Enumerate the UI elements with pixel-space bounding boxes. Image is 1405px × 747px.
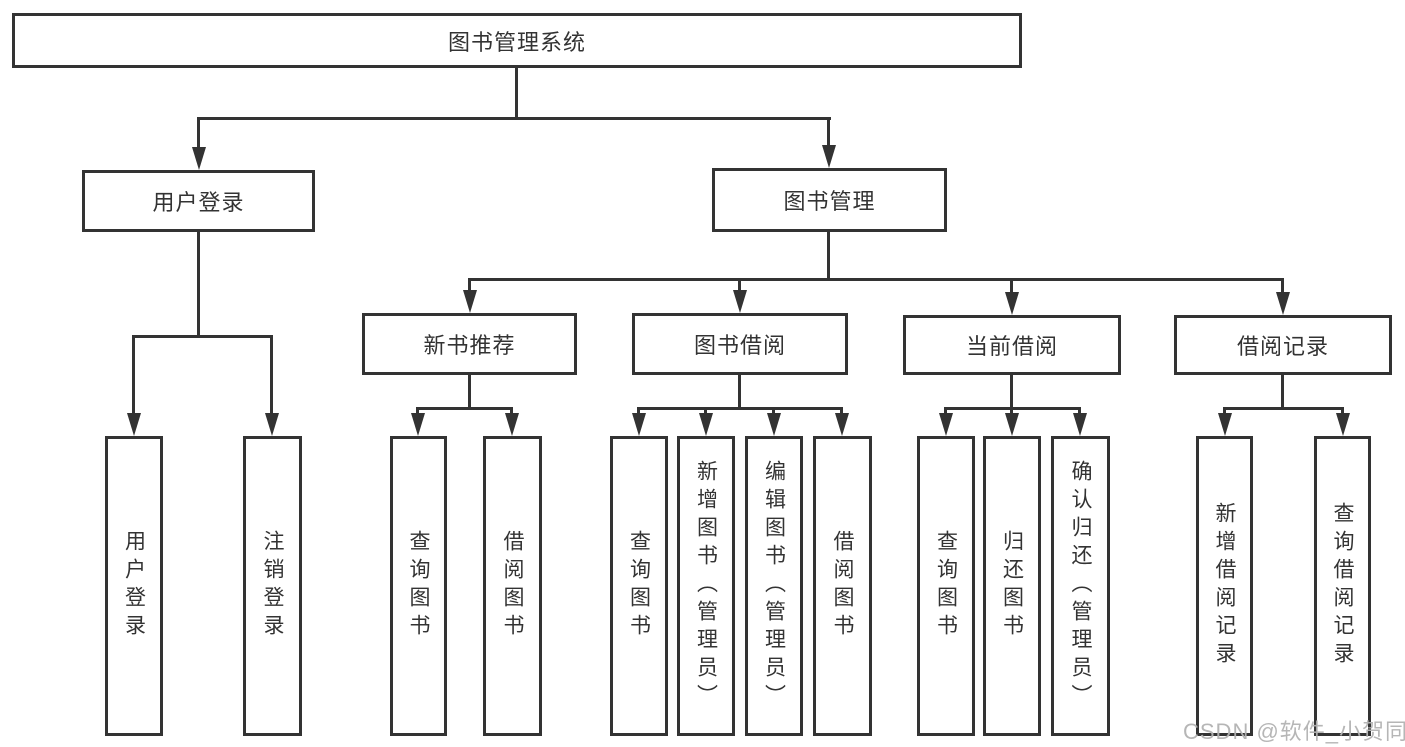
connector-line	[270, 335, 273, 414]
arrow-down-icon	[192, 147, 206, 170]
user-login-node: 用户登录	[82, 170, 315, 232]
leaf-query-books-borrow: 查询图书	[610, 436, 668, 736]
borrow-record-node: 借阅记录	[1174, 315, 1392, 375]
connector-line	[197, 232, 200, 335]
leaf-query-borrow-record: 查询借阅记录	[1314, 436, 1371, 736]
user-login-label: 用户登录	[152, 190, 245, 215]
connector-line	[1281, 278, 1284, 294]
leaf-query-books-borrow-label: 查询图书	[627, 530, 651, 642]
new-book-recommend-label: 新书推荐	[423, 333, 516, 358]
arrow-down-icon	[1218, 413, 1232, 436]
arrow-down-icon	[632, 413, 646, 436]
connector-line	[1341, 407, 1344, 415]
leaf-query-books-recommend: 查询图书	[390, 436, 447, 736]
arrow-down-icon	[1005, 292, 1019, 315]
arrow-down-icon	[265, 413, 279, 436]
connector-line	[1223, 407, 1344, 410]
connector-line	[510, 407, 513, 415]
connector-line	[738, 278, 741, 292]
connector-line	[772, 407, 775, 415]
arrow-down-icon	[835, 413, 849, 436]
arrow-down-icon	[699, 413, 713, 436]
connector-line	[840, 407, 843, 415]
arrow-down-icon	[1005, 413, 1019, 436]
leaf-edit-books-admin-label: 编辑图书（管理员）	[762, 460, 786, 712]
leaf-borrow-books-label: 借阅图书	[831, 530, 854, 642]
system-root-node: 图书管理系统	[12, 13, 1022, 68]
leaf-query-borrow-record-label: 查询借阅记录	[1331, 502, 1354, 670]
leaf-borrow-books: 借阅图书	[813, 436, 872, 736]
connector-line	[637, 407, 843, 410]
book-borrow-label: 图书借阅	[693, 333, 786, 358]
book-management-label: 图书管理	[783, 189, 876, 214]
leaf-return-books: 归还图书	[983, 436, 1041, 736]
arrow-down-icon	[505, 413, 519, 436]
connector-line	[944, 407, 947, 415]
connector-line	[132, 335, 135, 414]
arrow-down-icon	[822, 145, 836, 168]
leaf-borrow-books-recommend-label: 借阅图书	[501, 530, 524, 642]
connector-line	[416, 407, 513, 410]
leaf-user-login: 用户登录	[105, 436, 163, 736]
system-root-label: 图书管理系统	[447, 29, 586, 55]
connector-line	[637, 407, 640, 415]
leaf-add-books-admin: 新增图书（管理员）	[677, 436, 735, 736]
leaf-query-books-current-label: 查询图书	[934, 530, 958, 642]
book-borrow-node: 图书借阅	[632, 313, 848, 375]
leaf-confirm-return-admin: 确认归还（管理员）	[1051, 436, 1110, 736]
arrow-down-icon	[1073, 413, 1087, 436]
leaf-logout: 注销登录	[243, 436, 302, 736]
connector-line	[197, 117, 200, 148]
current-borrow-node: 当前借阅	[903, 315, 1121, 375]
leaf-query-books-recommend-label: 查询图书	[407, 530, 430, 642]
new-book-recommend-node: 新书推荐	[362, 313, 577, 375]
arrow-down-icon	[1336, 413, 1350, 436]
connector-line	[1010, 278, 1013, 294]
leaf-edit-books-admin: 编辑图书（管理员）	[745, 436, 803, 736]
connector-line	[1078, 407, 1081, 415]
arrow-down-icon	[767, 413, 781, 436]
leaf-user-login-label: 用户登录	[122, 530, 146, 642]
arrow-down-icon	[127, 413, 141, 436]
book-management-node: 图书管理	[712, 168, 947, 232]
leaf-add-borrow-record-label: 新增借阅记录	[1213, 502, 1236, 670]
arrow-down-icon	[1276, 292, 1290, 315]
leaf-logout-label: 注销登录	[261, 530, 284, 642]
arrow-down-icon	[411, 413, 425, 436]
connector-line	[197, 117, 831, 120]
arrow-down-icon	[463, 290, 477, 313]
arrow-down-icon	[939, 413, 953, 436]
connector-line	[1281, 375, 1284, 407]
connector-line	[827, 117, 830, 146]
leaf-add-borrow-record: 新增借阅记录	[1196, 436, 1253, 736]
leaf-add-books-admin-label: 新增图书（管理员）	[694, 460, 718, 712]
connector-line	[468, 278, 471, 292]
connector-line	[416, 407, 419, 415]
connector-line	[515, 68, 518, 117]
connector-line	[468, 375, 471, 407]
leaf-confirm-return-admin-label: 确认归还（管理员）	[1069, 460, 1092, 712]
leaf-return-books-label: 归还图书	[1000, 530, 1024, 642]
connector-line	[704, 407, 707, 415]
watermark: CSDN @软件_小贺同学	[1183, 719, 1405, 744]
connector-line	[827, 232, 830, 278]
current-borrow-label: 当前借阅	[965, 334, 1058, 359]
connector-line	[132, 335, 273, 338]
leaf-borrow-books-recommend: 借阅图书	[483, 436, 542, 736]
connector-line	[1010, 407, 1013, 415]
connector-line	[738, 375, 741, 407]
connector-line	[468, 278, 1284, 281]
borrow-record-label: 借阅记录	[1236, 334, 1329, 359]
leaf-query-books-current: 查询图书	[917, 436, 975, 736]
connector-line	[1010, 375, 1013, 407]
connector-line	[1223, 407, 1226, 415]
arrow-down-icon	[733, 290, 747, 313]
